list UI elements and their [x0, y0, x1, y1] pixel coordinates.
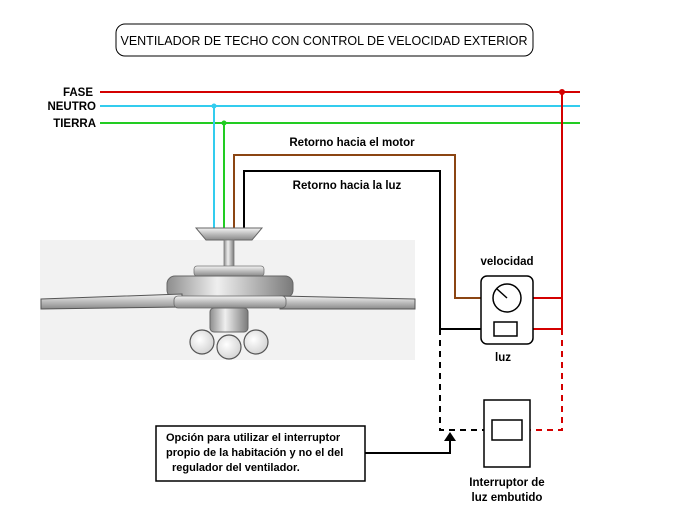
- fase-junction: [559, 89, 565, 95]
- note-arrow: [365, 438, 451, 454]
- optional-switch-wire: [439, 329, 492, 431]
- return-motor-wire: Retorno hacia el motor: [233, 137, 481, 299]
- fan-supply-drops: [211, 103, 227, 230]
- bulb-center: [216, 334, 242, 360]
- wall-switch: Interruptor de luz embutido: [469, 399, 545, 504]
- neutro-junction: [211, 103, 217, 109]
- note-line3: regulador del ventilador.: [172, 462, 300, 474]
- title-box: VENTILADOR DE TECHO CON CONTROL DE VELOC…: [115, 23, 534, 57]
- speed-knob-icon: [492, 283, 522, 313]
- speed-control-unit: velocidad luz: [480, 256, 534, 364]
- return-luz-label: Retorno hacia la luz: [293, 180, 402, 192]
- fan-downrod: [223, 239, 235, 269]
- supply-lines: FASE NEUTRO TIERRA: [47, 87, 580, 130]
- tierra-junction: [221, 120, 227, 126]
- fan-blade-hub: [173, 295, 287, 309]
- return-motor-label: Retorno hacia el motor: [289, 137, 415, 149]
- wall-switch-label-line1: Interruptor de: [469, 477, 544, 489]
- note: Opción para utilizar el interruptor prop…: [155, 425, 456, 482]
- fase-label: FASE: [63, 87, 93, 99]
- return-luz-wire: Retorno hacia la luz: [243, 170, 492, 330]
- tierra-label: TIERRA: [53, 118, 96, 130]
- bulb-left: [189, 329, 215, 355]
- note-line1: Opción para utilizar el interruptor: [166, 432, 341, 444]
- fan-motor-top: [193, 265, 265, 277]
- fan-light-kit: [209, 307, 249, 333]
- velocidad-label: velocidad: [480, 256, 533, 268]
- ceiling-fan-illustration: [40, 227, 416, 360]
- note-arrow-head: [444, 432, 456, 441]
- neutro-label: NEUTRO: [47, 101, 96, 113]
- wall-switch-rocker-icon: [491, 419, 523, 441]
- diagram-title: VENTILADOR DE TECHO CON CONTROL DE VELOC…: [120, 34, 527, 48]
- fan-canopy: [194, 227, 264, 241]
- light-switch-icon: [493, 321, 518, 337]
- note-line2: propio de la habitación y no el del: [166, 447, 343, 459]
- wall-switch-label-line2: luz embutido: [472, 492, 543, 504]
- fan-motor-housing: [166, 275, 294, 299]
- luz-label: luz: [495, 352, 511, 364]
- bulb-right: [243, 329, 269, 355]
